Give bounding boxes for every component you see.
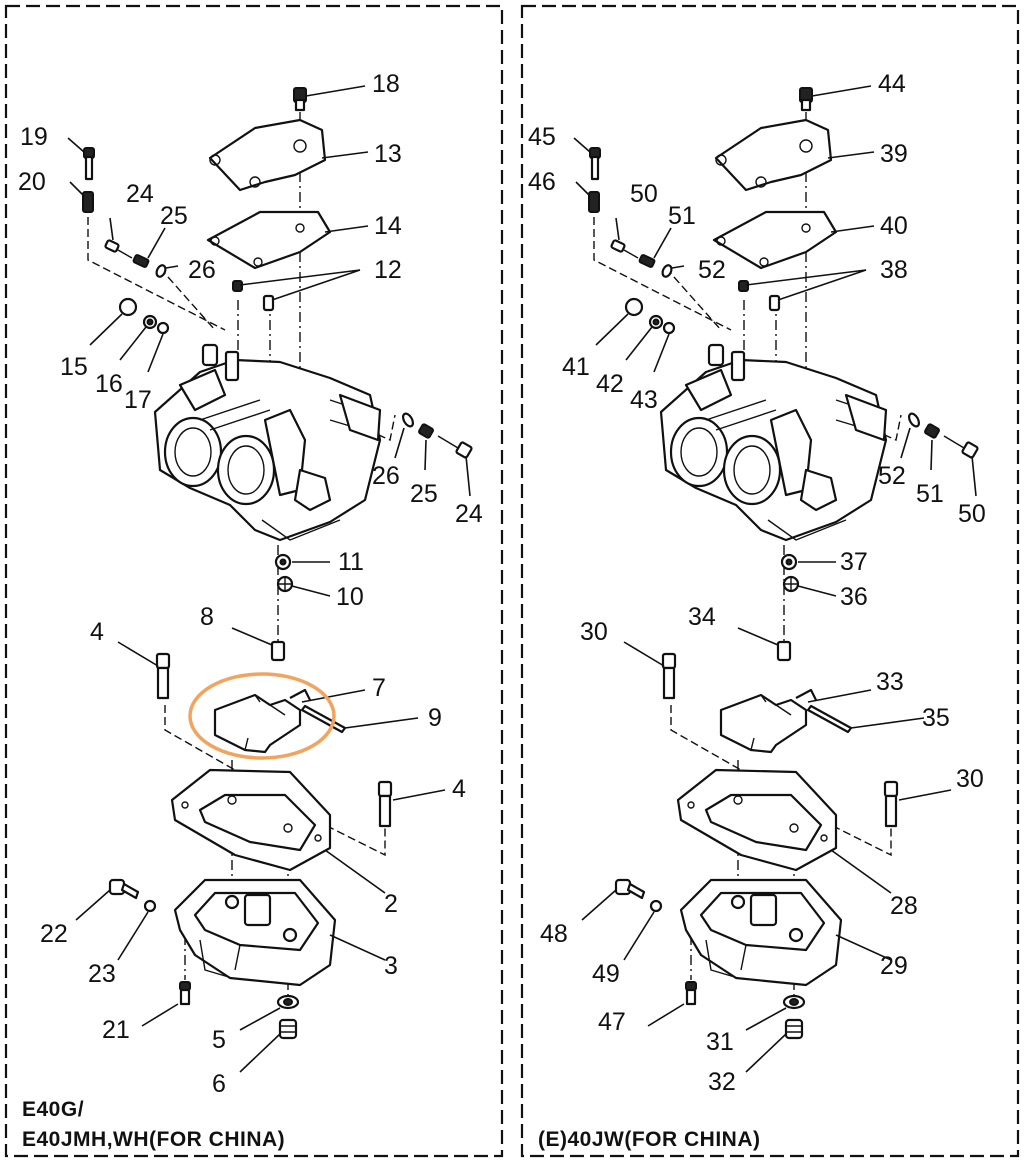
callout: 4 <box>90 618 104 646</box>
callout: 3 <box>384 952 398 980</box>
float-highlight <box>188 672 336 760</box>
callout: 7 <box>372 674 386 702</box>
left-panel-caption-line2: E40JMH,WH(FOR CHINA) <box>22 1128 285 1151</box>
callout: 22 <box>40 920 68 948</box>
callout: 33 <box>876 668 904 696</box>
callout: 25 <box>410 480 438 508</box>
callout: 12 <box>374 256 402 284</box>
callout: 16 <box>95 370 123 398</box>
callout: 19 <box>20 123 48 151</box>
callout: 18 <box>372 70 400 98</box>
callout: 36 <box>840 583 868 611</box>
callout: 51 <box>668 202 696 230</box>
callout: 47 <box>598 1008 626 1036</box>
right-panel-frame <box>520 4 1020 1158</box>
callout: 4 <box>452 775 466 803</box>
right-panel: 44 39 40 38 45 46 50 51 52 41 42 43 52 5… <box>528 70 986 1151</box>
callout: 42 <box>596 370 624 398</box>
callout: 48 <box>540 920 568 948</box>
callout: 5 <box>212 1026 226 1054</box>
callout: 52 <box>698 256 726 284</box>
callout: 20 <box>18 168 46 196</box>
callout: 10 <box>336 583 364 611</box>
callout: 21 <box>102 1016 130 1044</box>
callout: 37 <box>840 548 868 576</box>
left-callouts: 18 13 14 12 19 20 24 25 26 15 16 17 26 2… <box>18 70 483 1098</box>
callout: 13 <box>374 140 402 168</box>
callout: 23 <box>88 960 116 988</box>
callout: 52 <box>878 462 906 490</box>
callout: 38 <box>880 256 908 284</box>
callout: 51 <box>916 480 944 508</box>
callout: 29 <box>880 952 908 980</box>
left-panel-frame <box>4 4 504 1158</box>
callout: 26 <box>372 462 400 490</box>
left-panel: 18 13 14 12 19 20 24 25 26 15 16 17 26 2… <box>18 70 483 1151</box>
callout: 34 <box>688 603 716 631</box>
callout: 31 <box>706 1028 734 1056</box>
callout: 30 <box>580 618 608 646</box>
callout: 8 <box>200 603 214 631</box>
callout: 45 <box>528 123 556 151</box>
callout: 28 <box>890 892 918 920</box>
callout: 30 <box>956 765 984 793</box>
callout: 14 <box>374 212 402 240</box>
callout: 17 <box>124 386 152 414</box>
callout: 6 <box>212 1070 226 1098</box>
callout: 49 <box>592 960 620 988</box>
callout: 9 <box>428 704 442 732</box>
callout: 32 <box>708 1068 736 1096</box>
callout: 40 <box>880 212 908 240</box>
left-panel-caption-line1: E40G/ <box>22 1098 84 1121</box>
callout: 50 <box>630 180 658 208</box>
callout: 43 <box>630 386 658 414</box>
callout: 15 <box>60 353 88 381</box>
right-panel-caption: (E)40JW(FOR CHINA) <box>538 1128 761 1151</box>
callout: 24 <box>126 180 154 208</box>
callout: 50 <box>958 500 986 528</box>
callout: 25 <box>160 202 188 230</box>
callout: 41 <box>562 353 590 381</box>
callout: 46 <box>528 168 556 196</box>
right-callouts: 44 39 40 38 45 46 50 51 52 41 42 43 52 5… <box>528 70 986 1096</box>
callout: 24 <box>455 500 483 528</box>
callout: 26 <box>188 256 216 284</box>
callout: 39 <box>880 140 908 168</box>
callout: 44 <box>878 70 906 98</box>
callout: 2 <box>384 890 398 918</box>
callout: 35 <box>922 704 950 732</box>
callout: 11 <box>338 548 364 576</box>
